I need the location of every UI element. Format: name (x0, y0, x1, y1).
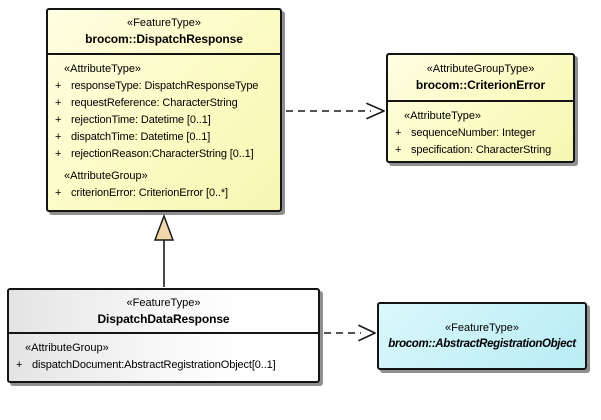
dependency-connector-criterion-error[interactable] (286, 102, 385, 120)
stereotype-label: «FeatureType» (126, 296, 201, 309)
dependency-connector-abstract-registration-object[interactable] (324, 324, 376, 342)
attribute-row: + sequenceNumber: Integer (388, 125, 573, 142)
attributes-compartment: «AttributeType» + responseType: Dispatch… (48, 55, 280, 202)
attribute-text: sequenceNumber: Integer (411, 127, 536, 139)
attribute-text: dispatchDocument:AbstractRegistrationObj… (32, 359, 276, 371)
attributes-compartment: «AttributeType» + sequenceNumber: Intege… (388, 102, 573, 159)
section-header: «AttributeType» (64, 63, 142, 75)
class-title-compartment: «FeatureType» DispatchDataResponse (9, 290, 318, 334)
visibility-marker: + (16, 359, 23, 371)
attribute-row: + requestReference: CharacterString (48, 95, 280, 112)
attribute-row: + dispatchTime: Datetime [0..1] (48, 129, 280, 146)
attribute-row: + dispatchDocument:AbstractRegistrationO… (9, 357, 318, 374)
attribute-row: + criterionError: CriterionError [0..*] (48, 185, 280, 202)
open-arrowhead-icon (358, 324, 376, 342)
attribute-text: dispatchTime: Datetime [0..1] (71, 131, 211, 143)
attribute-text: rejectionTime: Datetime [0..1] (71, 114, 211, 126)
class-box-dispatch-data-response[interactable]: «FeatureType» DispatchDataResponse «Attr… (7, 288, 320, 383)
section-header: «AttributeGroup» (64, 170, 148, 182)
visibility-marker: + (55, 131, 62, 143)
attribute-text: criterionError: CriterionError [0..*] (71, 187, 228, 199)
stereotype-label: «FeatureType» (445, 321, 519, 334)
stereotype-label: «AttributeGroupType» (426, 63, 535, 75)
visibility-marker: + (55, 97, 62, 109)
attribute-row: + specification: CharacterString (388, 142, 573, 159)
class-name-label: DispatchDataResponse (97, 311, 230, 326)
attribute-text: specification: CharacterString (411, 144, 552, 156)
section-header: «AttributeGroup» (25, 342, 109, 354)
visibility-marker: + (395, 144, 402, 156)
stereotype-label: «FeatureType» (127, 17, 201, 29)
section-header: «AttributeType» (404, 110, 482, 122)
generalization-triangle-icon (153, 213, 175, 241)
class-name-label: brocom::DispatchResponse (85, 32, 243, 46)
visibility-marker: + (55, 80, 62, 92)
attribute-row: + rejectionReason:CharacterString [0..1] (48, 146, 280, 163)
attribute-text: requestReference: CharacterString (71, 97, 238, 109)
class-title-compartment: «AttributeGroupType» brocom::CriterionEr… (388, 55, 573, 102)
class-name-label: brocom::AbstractRegistrationObject (388, 337, 576, 350)
visibility-marker: + (55, 148, 62, 160)
class-box-abstract-registration-object[interactable]: «FeatureType» brocom::AbstractRegistrati… (377, 302, 587, 370)
attribute-row: + responseType: DispatchResponseType (48, 78, 280, 95)
visibility-marker: + (395, 127, 402, 139)
attribute-text: responseType: DispatchResponseType (71, 80, 259, 92)
class-box-criterion-error[interactable]: «AttributeGroupType» brocom::CriterionEr… (386, 53, 575, 163)
attributes-compartment: «AttributeGroup» + dispatchDocument:Abst… (9, 334, 318, 374)
open-arrowhead-icon (366, 102, 385, 120)
generalization-connector[interactable] (153, 213, 175, 287)
class-title-compartment: «FeatureType» brocom::AbstractRegistrati… (379, 304, 585, 368)
class-box-dispatch-response[interactable]: «FeatureType» brocom::DispatchResponse «… (46, 8, 282, 212)
visibility-marker: + (55, 114, 62, 126)
visibility-marker: + (55, 187, 62, 199)
class-title-compartment: «FeatureType» brocom::DispatchResponse (48, 10, 280, 55)
attribute-row: + rejectionTime: Datetime [0..1] (48, 112, 280, 129)
class-name-label: brocom::CriterionError (415, 78, 546, 92)
attribute-text: rejectionReason:CharacterString [0..1] (71, 148, 254, 160)
